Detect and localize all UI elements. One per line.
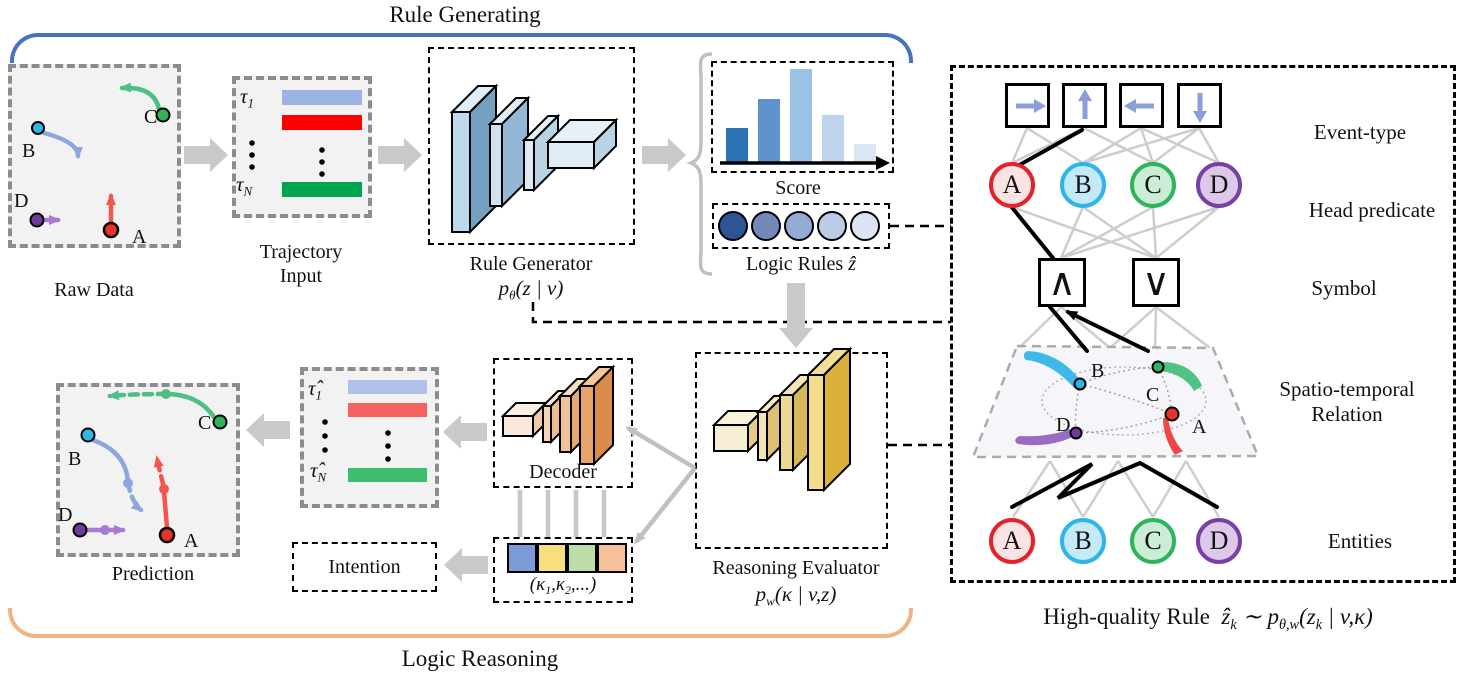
logic-rules-box xyxy=(712,203,890,249)
kappa-vector-label: (κ1,κ2,...) xyxy=(529,574,597,598)
logic-rule-circle xyxy=(850,211,880,241)
high-quality-rule-panel xyxy=(950,65,1456,583)
reasoning-evaluator-formula: pw(κ | v,z) xyxy=(755,582,837,609)
row-label-symbol: Symbol xyxy=(1311,276,1377,300)
intention-box: Intention xyxy=(292,542,437,592)
brace-icon xyxy=(686,52,713,276)
tau-hat-bar xyxy=(348,380,427,394)
raw-agent-b-label: B xyxy=(22,140,36,162)
arrow-down-icon xyxy=(1193,93,1207,123)
arrow-down-icon xyxy=(779,283,813,348)
raw-agent-d-label: D xyxy=(14,190,29,212)
trajectory-bar xyxy=(282,90,362,105)
entity-node-d: D xyxy=(1196,518,1242,564)
row-label-entities: Entities xyxy=(1327,529,1393,553)
arrow-left-icon xyxy=(1124,99,1154,113)
logic-rule-circle xyxy=(817,211,847,241)
score-label: Score xyxy=(775,177,821,199)
head-predicate-node-b: B xyxy=(1060,162,1106,208)
entity-node-a: A xyxy=(989,518,1035,564)
row-label-event-type: Event-type xyxy=(1313,120,1407,144)
entity-node-c: C xyxy=(1130,518,1176,564)
row-label-head-predicate: Head predicate xyxy=(1308,198,1436,222)
decoder-box xyxy=(493,358,633,488)
arrow-right-icon xyxy=(184,138,228,172)
logic-rule-circle xyxy=(718,211,748,241)
raw-agent-c-label: C xyxy=(144,106,158,128)
score-bar xyxy=(758,99,780,163)
plane-label-d: D xyxy=(1056,414,1071,436)
rule-generator-label: Rule Generator xyxy=(469,253,593,275)
raw-agent-a-label: A xyxy=(132,226,147,248)
symbol-and: ∧ xyxy=(1038,258,1086,307)
trajectory-bar xyxy=(282,115,362,130)
plane-label-b: B xyxy=(1091,360,1105,382)
pred-agent-b-label: B xyxy=(68,448,82,470)
tau-n-label: τN xyxy=(236,172,253,199)
kappa-box xyxy=(493,537,633,603)
event-type-up xyxy=(1062,83,1107,128)
prediction-label: Prediction xyxy=(111,563,195,585)
symbol-or: ∨ xyxy=(1132,258,1180,307)
reasoning-evaluator-label: Reasoning Evaluator xyxy=(712,557,880,579)
kappa-square xyxy=(507,543,537,573)
logic-rule-circle xyxy=(751,211,781,241)
score-bar xyxy=(854,144,876,163)
tau-hat-1-label: τ̂1 xyxy=(308,376,323,403)
score-bar xyxy=(790,69,812,163)
arrow-left-icon xyxy=(443,415,487,449)
logic-rule-circle xyxy=(784,211,814,241)
head-predicate-node-d: D xyxy=(1196,162,1242,208)
kappa-square xyxy=(597,543,627,573)
high-quality-rule-caption: High-quality Rule ẑk ∼ pθ,w(zk | v,κ) xyxy=(1043,604,1373,633)
arrow-right-icon xyxy=(378,138,422,172)
prediction-box xyxy=(56,383,240,557)
intention-label: Intention xyxy=(328,556,401,578)
rule-generator-box xyxy=(428,47,635,245)
decoder-kappa-links xyxy=(517,490,607,537)
reasoning-evaluator-box xyxy=(695,352,888,549)
pred-agent-a-label: A xyxy=(184,530,199,552)
arrow-right-icon xyxy=(642,138,686,172)
kappa-square xyxy=(567,543,597,573)
raw-data-label: Raw Data xyxy=(54,279,134,301)
arrow-left-icon xyxy=(444,548,488,582)
decoder-label: Decoder xyxy=(529,461,597,483)
arrow-right-icon xyxy=(1016,99,1046,113)
arrow-left-icon xyxy=(246,413,290,447)
head-predicate-node-c: C xyxy=(1130,162,1176,208)
tau-hat-bar xyxy=(348,468,427,482)
event-type-right xyxy=(1005,83,1050,128)
pred-agent-c-label: C xyxy=(198,412,212,434)
head-predicate-node-a: A xyxy=(989,162,1035,208)
arrow-up-icon xyxy=(1078,89,1092,119)
score-bar xyxy=(822,115,844,163)
tau-hat-n-label: τ̂N xyxy=(310,458,327,485)
plane-label-c: C xyxy=(1146,384,1160,406)
logic-rules-label: Logic Rules ẑ xyxy=(745,253,856,275)
score-bar xyxy=(726,128,748,163)
trajectory-bar xyxy=(282,182,362,197)
evaluator-output-arrows xyxy=(625,426,697,545)
event-type-left xyxy=(1119,83,1164,128)
kappa-square xyxy=(537,543,567,573)
entity-node-b: B xyxy=(1060,518,1106,564)
title-logic-reasoning: Logic Reasoning xyxy=(401,646,559,671)
plane-label-a: A xyxy=(1192,416,1207,438)
event-type-down xyxy=(1177,83,1222,128)
tau-1-label: τ1 xyxy=(240,84,255,111)
pred-agent-d-label: D xyxy=(58,504,73,526)
tau-hat-bar xyxy=(348,403,427,417)
title-rule-generating: Rule Generating xyxy=(389,2,541,27)
logic-reasoning-bracket xyxy=(8,608,913,638)
rule-generator-formula: pθ(z | v) xyxy=(498,276,564,303)
